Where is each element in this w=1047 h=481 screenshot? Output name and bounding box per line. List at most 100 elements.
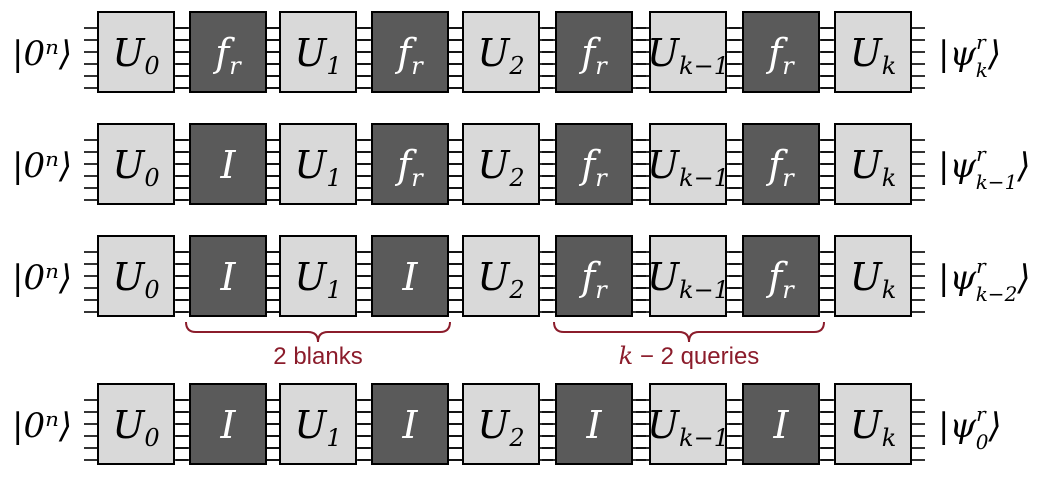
unitary-gate-box [834,123,912,205]
oracle-gate-box [742,235,820,317]
gate-label: I [401,255,418,299]
gate-2-3: I [358,235,462,317]
unitary-gate-box [834,11,912,93]
gate-0-2: U1 [266,11,370,93]
gate-2-5: fr [542,235,646,317]
unitary-gate-box [97,11,175,93]
gate-label: U2 [477,255,524,304]
gate-label: U1 [294,255,341,304]
gate-label: I [219,255,236,299]
gate-label: Uk [850,403,897,452]
unitary-gate-box [462,235,540,317]
oracle-gate-box [555,11,633,93]
gate-label: I [585,403,602,447]
oracle-gate-box [371,235,449,317]
unitary-gate-box [97,383,175,465]
gate-label: U0 [112,403,159,452]
gate-label: U0 [112,143,159,192]
gate-1-2: U1 [266,123,370,205]
unitary-gate-box [649,383,727,465]
gate-label: U1 [294,403,341,452]
oracle-gate-box [555,123,633,205]
gate-label: I [772,403,789,447]
gate-label: U1 [294,31,341,80]
gate-0-7: fr [729,11,833,93]
oracle-gate-box [742,383,820,465]
gate-3-8: Uk [821,383,925,465]
gate-label: U2 [477,143,524,192]
brace-label: k − 2 queries [619,342,760,370]
gate-label: Uk−1 [647,403,729,452]
curly-brace-shape [553,321,825,343]
gate-0-6: Uk−1 [636,11,740,93]
gate-3-0: U0 [84,383,188,465]
gate-2-4: U2 [449,235,553,317]
gate-label: Uk [850,31,897,80]
gate-0-5: fr [542,11,646,93]
gate-3-1: I [176,383,280,465]
gate-1-1: I [176,123,280,205]
gate-2-8: Uk [821,235,925,317]
oracle-gate-box [371,383,449,465]
unitary-gate-box [649,11,727,93]
brace-0: 2 blanks [185,321,451,370]
gate-1-6: Uk−1 [636,123,740,205]
gate-2-7: fr [729,235,833,317]
gate-0-0: U0 [84,11,188,93]
gate-3-5: I [542,383,646,465]
gate-2-2: U1 [266,235,370,317]
gate-1-0: U0 [84,123,188,205]
gate-0-8: Uk [821,11,925,93]
unitary-gate-box [279,123,357,205]
gate-0-4: U2 [449,11,553,93]
oracle-gate-box [189,383,267,465]
unitary-gate-box [649,235,727,317]
gate-label: I [401,403,418,447]
brace-label: 2 blanks [273,343,362,370]
unitary-gate-box [462,123,540,205]
gate-label: Uk [850,255,897,304]
brace-1: k − 2 queries [553,321,825,370]
unitary-gate-box [279,235,357,317]
gate-label: Uk−1 [647,143,729,192]
gate-3-6: Uk−1 [636,383,740,465]
gate-2-6: Uk−1 [636,235,740,317]
gate-1-3: fr [358,123,462,205]
gate-1-7: fr [729,123,833,205]
unitary-gate-box [649,123,727,205]
unitary-gate-box [279,383,357,465]
unitary-gate-box [97,235,175,317]
input-ket-label: |0ⁿ⟩ [12,146,72,186]
unitary-gate-box [279,11,357,93]
curly-brace-shape [185,321,451,343]
gate-0-1: fr [176,11,280,93]
gate-2-0: U0 [84,235,188,317]
gate-1-4: U2 [449,123,553,205]
input-ket-label: |0ⁿ⟩ [12,34,72,74]
gate-label: U2 [477,31,524,80]
unitary-gate-box [834,235,912,317]
gate-label: I [219,143,236,187]
gate-0-3: fr [358,11,462,93]
oracle-gate-box [189,123,267,205]
input-ket-label: |0ⁿ⟩ [12,406,72,446]
gate-label: U1 [294,143,341,192]
unitary-gate-box [462,11,540,93]
unitary-gate-box [462,383,540,465]
gate-label: U2 [477,403,524,452]
gate-1-8: Uk [821,123,925,205]
oracle-gate-box [371,11,449,93]
gate-label: U0 [112,31,159,80]
gate-label: Uk−1 [647,31,729,80]
gate-3-4: U2 [449,383,553,465]
brace-annotations: 2 blanks k − 2 queries [185,321,825,370]
